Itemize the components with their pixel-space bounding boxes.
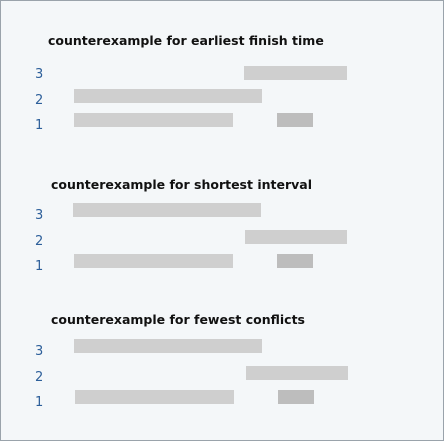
interval-bar — [277, 113, 313, 127]
interval-bar — [278, 390, 314, 404]
interval-bar — [73, 203, 261, 217]
row-label: 2 — [35, 370, 44, 385]
row-label: 1 — [35, 395, 44, 410]
row-label: 2 — [35, 234, 44, 249]
row-label: 3 — [35, 67, 44, 82]
interval-bar — [74, 89, 262, 103]
interval-bar — [75, 390, 234, 404]
interval-bar — [74, 339, 262, 353]
row-label: 3 — [35, 208, 44, 223]
panel-title: counterexample for shortest interval — [51, 177, 312, 192]
row-label: 3 — [35, 344, 44, 359]
interval-bar — [245, 230, 347, 244]
interval-bar — [277, 254, 313, 268]
interval-bar — [74, 113, 233, 127]
row-label: 1 — [35, 118, 44, 133]
interval-bar — [246, 366, 348, 380]
interval-bar — [74, 254, 233, 268]
row-label: 1 — [35, 259, 44, 274]
row-label: 2 — [35, 93, 44, 108]
panel-title: counterexample for fewest conflicts — [51, 312, 305, 327]
panel-title: counterexample for earliest finish time — [48, 33, 324, 48]
interval-bar — [244, 66, 347, 80]
